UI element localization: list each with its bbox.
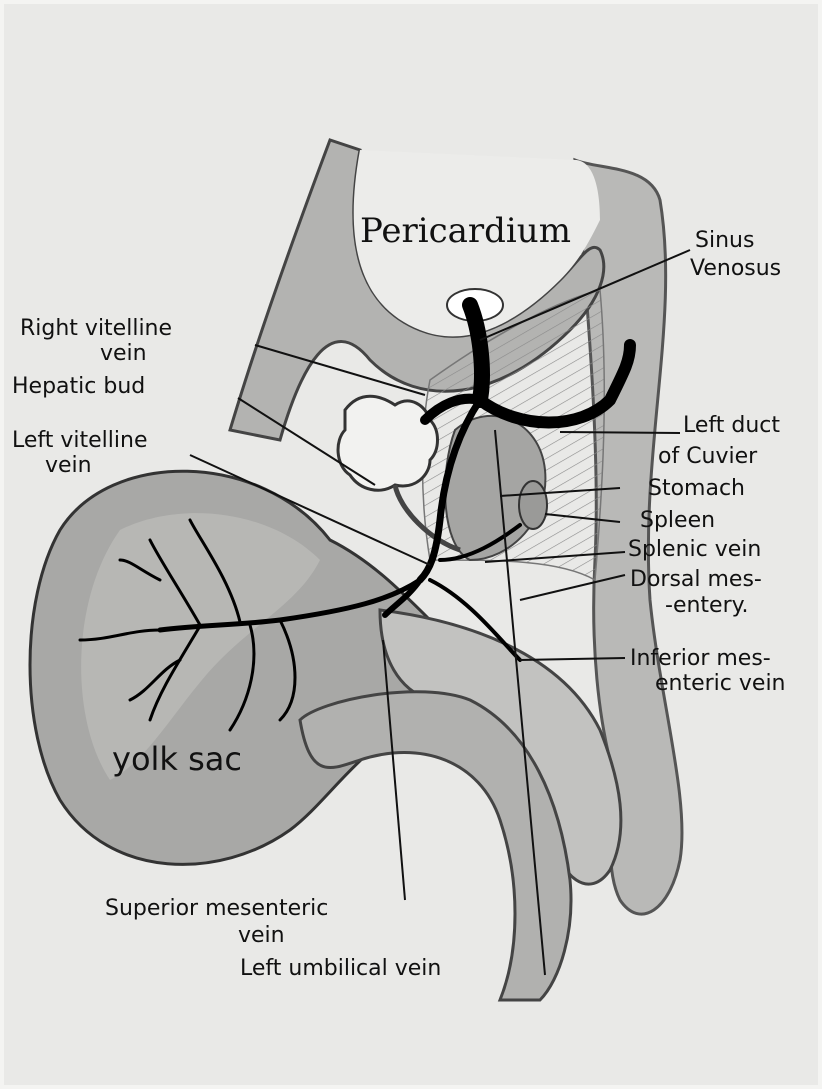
label-pericardium: Pericardium [360,211,571,251]
label-left-duct-line2: of Cuvier [658,444,758,469]
label-superior-line2: vein [238,923,285,948]
label-stomach: Stomach [648,476,745,501]
leader-left-duct [560,432,680,433]
label-inferior-line1: Inferior mes- [630,646,771,671]
label-sinus-line2: Venosus [690,256,781,281]
label-hepatic-bud: Hepatic bud [12,374,145,399]
label-dorsal-line2: -entery. [665,593,749,618]
label-left-duct-line1: Left duct [683,413,780,438]
label-splenic-vein: Splenic vein [628,537,761,562]
spleen-shape [519,481,547,529]
label-inferior-line2: enteric vein [655,671,786,696]
label-right-vitelline-line1: Right vitelline [20,316,172,341]
label-right-vitelline-line2: vein [100,341,147,366]
label-dorsal-line1: Dorsal mes- [630,567,762,592]
label-left-umbilical: Left umbilical vein [240,956,441,981]
label-left-vitelline-line2: vein [45,453,92,478]
label-yolk-sac: yolk sac [112,740,242,778]
label-sinus-line1: Sinus [695,228,754,253]
hepatic-bud-shape [338,396,437,490]
label-spleen: Spleen [640,508,715,533]
label-left-vitelline-line1: Left vitelline [12,428,148,453]
label-superior-line1: Superior mesenteric [105,896,328,921]
